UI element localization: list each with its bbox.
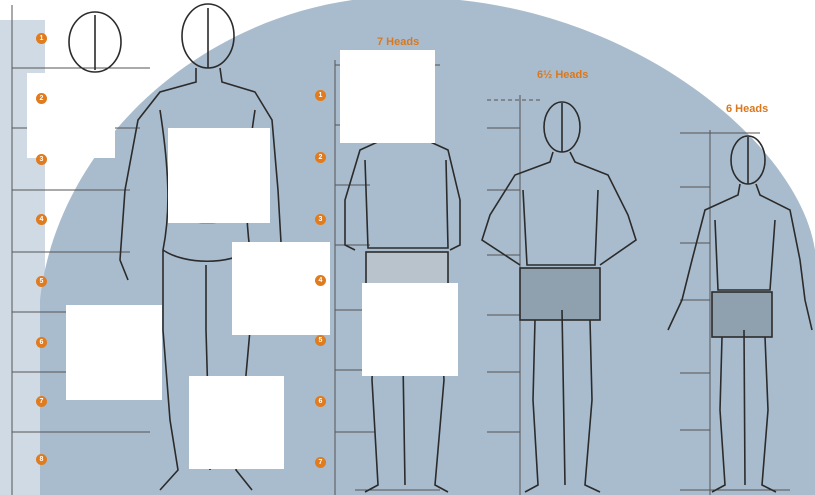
head-count-badge: 7 bbox=[36, 396, 47, 407]
mask-patch bbox=[362, 283, 458, 376]
head-count-badge: 4 bbox=[315, 275, 326, 286]
head-count-badge: 3 bbox=[315, 214, 326, 225]
head-count-badge: 5 bbox=[36, 276, 47, 287]
mask-patch bbox=[340, 50, 435, 143]
figure-title: 7 Heads bbox=[377, 36, 419, 48]
mask-patch bbox=[168, 128, 270, 223]
head-count-badge: 8 bbox=[36, 454, 47, 465]
figure-title: 6½ Heads bbox=[537, 69, 588, 81]
head-count-badge: 5 bbox=[315, 335, 326, 346]
head-count-badge: 2 bbox=[315, 152, 326, 163]
figure-title: 6 Heads bbox=[726, 103, 768, 115]
head-count-badge: 3 bbox=[36, 154, 47, 165]
mask-patch bbox=[66, 305, 162, 400]
head-count-badge: 7 bbox=[315, 457, 326, 468]
mask-patch bbox=[189, 376, 284, 469]
head-count-badge: 4 bbox=[36, 214, 47, 225]
head-count-badge: 6 bbox=[36, 337, 47, 348]
head-count-badge: 2 bbox=[36, 93, 47, 104]
head-count-badge: 1 bbox=[315, 90, 326, 101]
head-count-badge: 1 bbox=[36, 33, 47, 44]
mask-patch bbox=[27, 73, 115, 158]
mask-patch bbox=[232, 242, 330, 335]
head-count-badge: 6 bbox=[315, 396, 326, 407]
